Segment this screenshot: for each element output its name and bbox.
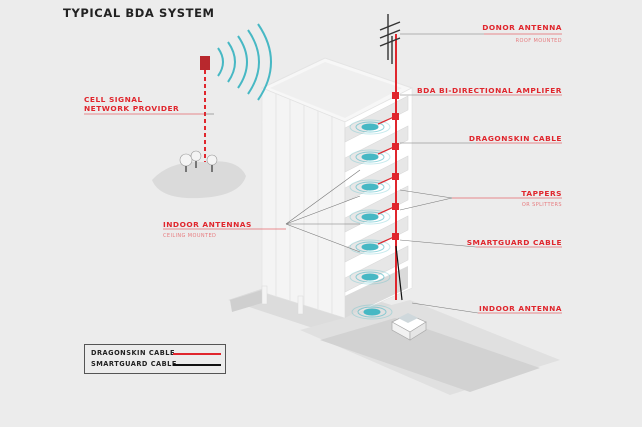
label-donor-antenna-sub: ROOF MOUNTED [515,38,562,44]
label-tappers: TAPPERS [521,189,562,198]
label-bda: BDA BI-DIRECTIONAL AMPLIFER [416,86,562,95]
amplifier-nodes [392,92,399,240]
diagram-title: TYPICAL BDA SYSTEM [63,6,215,20]
legend-swatch-smartguard [173,364,221,366]
label-cell-signal-line1: CELL SIGNAL [84,95,143,104]
car-graphic [391,313,427,341]
legend-label-smartguard: SMARTGUARD CABLE [91,360,177,368]
legend-row-dragonskin: DRAGONSKIN CABLE [91,349,223,359]
indoor-antenna-signals [349,119,393,320]
label-indoor-antennas: INDOOR ANTENNAS [163,220,252,229]
label-dragonskin-cable: DRAGONSKIN CABLE [468,134,562,143]
label-underlines [84,33,562,314]
legend-label-dragonskin: DRAGONSKIN CABLE [91,349,175,357]
label-smartguard-cable: SMARTGUARD CABLE [466,238,562,247]
label-tappers-sub: OR SPLITTERS [521,202,562,208]
label-indoor-antenna: INDOOR ANTENNA [479,304,562,313]
label-cell-signal-line2: NETWORK PROVIDER [84,104,180,113]
donor-antenna-graphic [379,14,401,64]
label-donor-antenna: DONOR ANTENNA [482,23,562,32]
cell-tower-graphic [200,23,272,168]
island-graphic [152,150,246,199]
label-indoor-antennas-sub: CEILING MOUNTED [163,233,217,239]
legend: DRAGONSKIN CABLE SMARTGUARD CABLE [84,344,226,374]
legend-row-smartguard: SMARTGUARD CABLE [91,360,223,370]
legend-swatch-dragonskin [173,353,221,355]
leader-lines [205,33,484,314]
